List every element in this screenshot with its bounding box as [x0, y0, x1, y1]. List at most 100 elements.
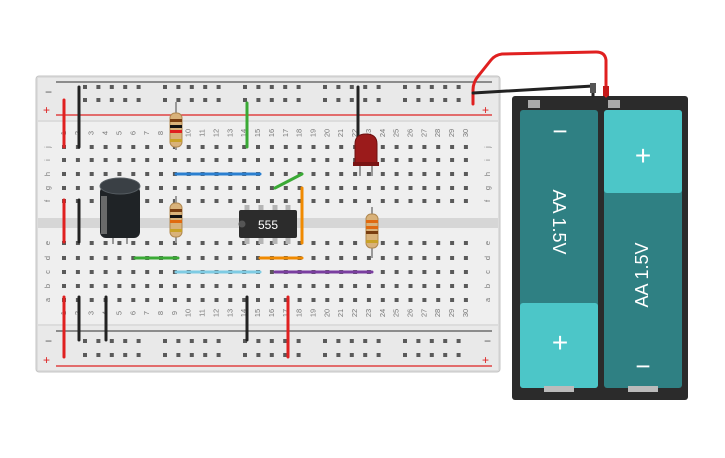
rail-hole[interactable] [296, 85, 301, 89]
terminal-hole[interactable] [463, 145, 468, 149]
terminal-hole[interactable] [131, 145, 136, 149]
terminal-hole[interactable] [89, 158, 94, 162]
terminal-hole[interactable] [339, 284, 344, 288]
terminal-hole[interactable] [131, 241, 136, 245]
terminal-hole[interactable] [422, 186, 427, 190]
terminal-hole[interactable] [228, 158, 233, 162]
terminal-hole[interactable] [394, 256, 399, 260]
terminal-hole[interactable] [422, 270, 427, 274]
terminal-hole[interactable] [325, 298, 330, 302]
rail-hole[interactable] [416, 85, 421, 89]
terminal-hole[interactable] [200, 256, 205, 260]
terminal-hole[interactable] [89, 270, 94, 274]
rail-hole[interactable] [136, 353, 141, 357]
rail-hole[interactable] [243, 98, 247, 102]
terminal-hole[interactable] [463, 256, 468, 260]
rail-hole[interactable] [416, 353, 421, 357]
rail-hole[interactable] [83, 85, 87, 89]
rail-hole[interactable] [416, 339, 421, 343]
terminal-hole[interactable] [380, 241, 385, 245]
rail-hole[interactable] [109, 339, 114, 343]
terminal-hole[interactable] [159, 172, 163, 176]
terminal-hole[interactable] [408, 284, 413, 288]
rail-hole[interactable] [349, 98, 354, 102]
terminal-hole[interactable] [75, 186, 80, 190]
terminal-hole[interactable] [214, 186, 219, 190]
terminal-hole[interactable] [269, 145, 274, 149]
rail-hole[interactable] [269, 339, 274, 343]
rail-hole[interactable] [363, 339, 368, 343]
rail-hole[interactable] [136, 85, 141, 89]
terminal-hole[interactable] [214, 158, 219, 162]
terminal-hole[interactable] [422, 298, 427, 302]
terminal-hole[interactable] [145, 145, 150, 149]
terminal-hole[interactable] [436, 186, 441, 190]
terminal-hole[interactable] [311, 284, 316, 288]
terminal-hole[interactable] [408, 158, 413, 162]
terminal-hole[interactable] [463, 158, 468, 162]
rail-hole[interactable] [243, 353, 247, 357]
terminal-hole[interactable] [339, 199, 344, 203]
electrolytic-capacitor[interactable] [99, 177, 141, 244]
terminal-hole[interactable] [436, 284, 441, 288]
rail-hole[interactable] [203, 353, 208, 357]
terminal-hole[interactable] [242, 256, 247, 260]
terminal-hole[interactable] [297, 284, 302, 288]
rail-hole[interactable] [363, 353, 368, 357]
wire-green-diagonal[interactable] [273, 172, 304, 190]
terminal-hole[interactable] [311, 145, 316, 149]
terminal-hole[interactable] [422, 199, 427, 203]
terminal-hole[interactable] [339, 172, 344, 176]
terminal-hole[interactable] [89, 241, 94, 245]
terminal-hole[interactable] [103, 284, 108, 288]
terminal-hole[interactable] [214, 298, 219, 302]
terminal-hole[interactable] [159, 298, 163, 302]
rail-hole[interactable] [283, 353, 288, 357]
breadboard[interactable]: − + − + − + − + 112233445566778899101011… [35, 75, 501, 373]
terminal-hole[interactable] [200, 241, 205, 245]
terminal-hole[interactable] [228, 145, 233, 149]
terminal-hole[interactable] [228, 256, 233, 260]
terminal-hole[interactable] [450, 199, 455, 203]
terminal-hole[interactable] [366, 186, 371, 190]
terminal-hole[interactable] [450, 241, 455, 245]
terminal-hole[interactable] [200, 284, 205, 288]
rail-hole[interactable] [429, 98, 434, 102]
terminal-hole[interactable] [228, 284, 233, 288]
terminal-hole[interactable] [366, 172, 371, 176]
terminal-hole[interactable] [159, 241, 163, 245]
terminal-hole[interactable] [339, 256, 344, 260]
terminal-hole[interactable] [131, 270, 136, 274]
rail-hole[interactable] [96, 98, 101, 102]
rail-hole[interactable] [216, 353, 221, 357]
terminal-hole[interactable] [269, 270, 274, 274]
rail-hole[interactable] [283, 98, 288, 102]
terminal-hole[interactable] [339, 186, 344, 190]
terminal-hole[interactable] [380, 298, 385, 302]
rail-hole[interactable] [123, 98, 128, 102]
rail-hole[interactable] [163, 85, 167, 89]
terminal-hole[interactable] [394, 199, 399, 203]
terminal-hole[interactable] [353, 172, 358, 176]
terminal-hole[interactable] [450, 284, 455, 288]
terminal-hole[interactable] [242, 298, 247, 302]
terminal-hole[interactable] [145, 186, 150, 190]
terminal-hole[interactable] [394, 241, 399, 245]
terminal-hole[interactable] [200, 186, 205, 190]
terminal-hole[interactable] [450, 145, 455, 149]
resistor-middle[interactable] [169, 196, 183, 243]
terminal-hole[interactable] [297, 145, 302, 149]
rail-hole[interactable] [123, 353, 128, 357]
terminal-hole[interactable] [75, 256, 80, 260]
terminal-hole[interactable] [408, 241, 413, 245]
terminal-hole[interactable] [62, 270, 66, 274]
rail-hole[interactable] [83, 98, 87, 102]
rail-hole[interactable] [349, 353, 354, 357]
terminal-hole[interactable] [172, 284, 177, 288]
terminal-hole[interactable] [311, 241, 316, 245]
terminal-hole[interactable] [380, 256, 385, 260]
rail-hole[interactable] [349, 85, 354, 89]
terminal-hole[interactable] [450, 298, 455, 302]
terminal-hole[interactable] [172, 186, 177, 190]
terminal-hole[interactable] [436, 270, 441, 274]
